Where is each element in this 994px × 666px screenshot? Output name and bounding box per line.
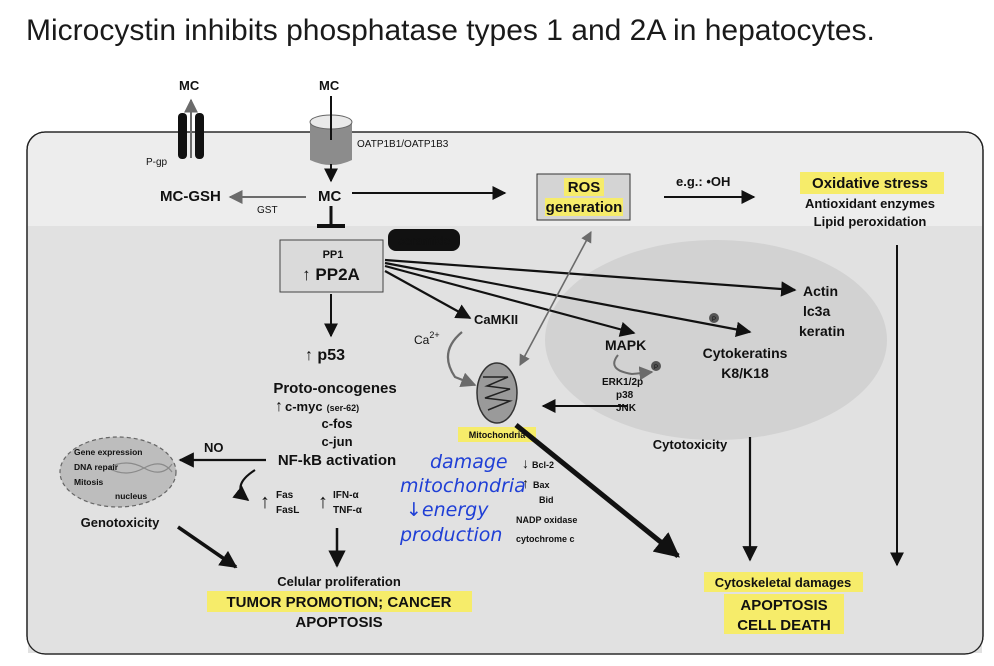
bcl2-label: ↓Bcl-2 (522, 455, 554, 471)
cytochrome-c-label: cytochrome c (516, 534, 575, 544)
camkii-label: CaMKII (474, 312, 518, 327)
diagram-title: Microcystin inhibits phosphatase types 1… (26, 14, 875, 47)
cell-death-highlight (724, 614, 844, 634)
ifn-label: IFN-α (333, 490, 359, 501)
ca-label: Ca2+ (414, 330, 440, 347)
tumor-promotion-label: TUMOR PROMOTION; CANCER (227, 594, 452, 611)
cell-death-label: CELL DEATH (737, 617, 831, 634)
pgp-transporter-right (195, 113, 204, 159)
oatp-label: OATP1B1/OATP1B3 (357, 139, 449, 150)
pgp-label: P-gp (146, 157, 168, 168)
oatp-transporter (310, 122, 352, 165)
pp1-label: PP1 (323, 249, 344, 261)
bid-label: Bid (539, 495, 554, 505)
apoptosis-left-label: APOPTOSIS (295, 614, 382, 631)
phospho-icon-mapk (651, 361, 661, 371)
ifn-up-arrow: ↑ (318, 491, 328, 513)
mitosis-label: Mitosis (74, 477, 104, 487)
lipid-peroxidation-label: Lipid peroxidation (814, 214, 927, 229)
handwriting-energy: ↓energy (406, 499, 489, 521)
cmyc-label: ↑c-myc(ser-62) (275, 398, 359, 415)
ros-mito-bidirectional-arrow (519, 231, 592, 366)
cytoskeletal-highlight (704, 572, 863, 592)
mc-intracellular-label: MC (318, 188, 341, 205)
nfkb-label: NF-kB activation (278, 452, 396, 469)
ros-generation-label: generation (546, 199, 623, 216)
mitochondria-highlight (458, 427, 536, 442)
actin-label: Actin (803, 283, 838, 299)
ros-highlight-2 (545, 198, 623, 216)
fas-up-arrow: ↑ (260, 491, 270, 513)
handwriting-production: production (399, 524, 502, 546)
ceramide-label: ceramide (398, 234, 451, 248)
tnf-label: TNF-α (333, 505, 363, 516)
ca-curved-arrow (446, 331, 477, 388)
genotox-to-tumor-arrow (177, 525, 238, 569)
tumor-highlight (207, 591, 472, 612)
handwriting-mitochondria: mitochondria (400, 475, 526, 497)
genotoxicity-label: Genotoxicity (81, 515, 161, 530)
gene-expression-label: Gene expression (74, 447, 143, 457)
mapk-label: MAPK (605, 337, 646, 353)
pp2a-label: ↑ PP2A (302, 265, 360, 284)
apoptosis-right-label: APOPTOSIS (740, 597, 827, 614)
mapk-phospho-arrow (613, 354, 654, 381)
phospho-icon (709, 313, 719, 323)
pgp-transporter-left (178, 113, 187, 159)
p38-label: p38 (616, 390, 634, 401)
proto-oncogenes-label: Proto-oncogenes (273, 380, 396, 397)
cell-outline-overlay (26, 131, 984, 655)
nadp-label: NADP oxidase (516, 515, 577, 525)
cjun-label: c-jun (321, 434, 352, 449)
cytoskeletal-damages-label: Cytoskeletal damages (715, 575, 852, 590)
eg-oh-label: e.g.: •OH (676, 174, 730, 189)
fas-label: Fas (276, 490, 294, 501)
mc-efflux-label: MC (179, 78, 200, 93)
mitochondria-label: Mitochondria (469, 430, 526, 440)
pp-box (279, 239, 384, 293)
nucleus-label: nucleus (115, 491, 147, 501)
pp-to-camkii-arrow (384, 270, 472, 319)
pp-to-mapk-arrow (384, 264, 636, 337)
bax-label: ↑Bax (522, 475, 550, 491)
phospho-label-1: P (712, 317, 716, 323)
mc-influx-label: MC (319, 78, 340, 93)
ros-highlight-1 (564, 178, 604, 196)
fasl-label: FasL (276, 505, 299, 516)
mito-to-death-arrow (514, 423, 680, 558)
mitochondria-cristae (483, 376, 513, 411)
dna-repair-label: DNA repair (74, 462, 119, 472)
antioxidant-label: Antioxidant enzymes (805, 196, 935, 211)
oxidative-highlight (800, 172, 944, 194)
ros-label: ROS (568, 179, 601, 196)
p53-label: ↑ p53 (305, 347, 345, 364)
dna-helix-icon (107, 462, 173, 474)
cfos-label: c-fos (321, 416, 352, 431)
keratin-label: keratin (799, 323, 845, 339)
cytokeratins-label: Cytokeratins (703, 345, 788, 361)
celular-proliferation-label: Celular proliferation (277, 574, 401, 589)
mc-gsh-label: MC-GSH (160, 188, 221, 205)
ceramide-badge (388, 229, 460, 251)
no-label: NO (204, 440, 224, 455)
apoptosis-right-highlight (724, 594, 844, 614)
phospho-label-2: P (654, 365, 658, 371)
cytotoxicity-label: Cytotoxicity (653, 437, 728, 452)
cytotoxicity-region (545, 240, 887, 440)
jnk-label: JNK (616, 403, 637, 414)
lc3a-label: lc3a (803, 303, 830, 319)
handwriting-damage: damage (430, 451, 508, 473)
oxidative-stress-label: Oxidative stress (812, 175, 928, 192)
erk-label: ERK1/2p (602, 377, 643, 388)
k8k18-label: K8/K18 (721, 365, 769, 381)
nfkb-feedback-arrow (232, 469, 256, 501)
gst-label: GST (257, 205, 278, 216)
